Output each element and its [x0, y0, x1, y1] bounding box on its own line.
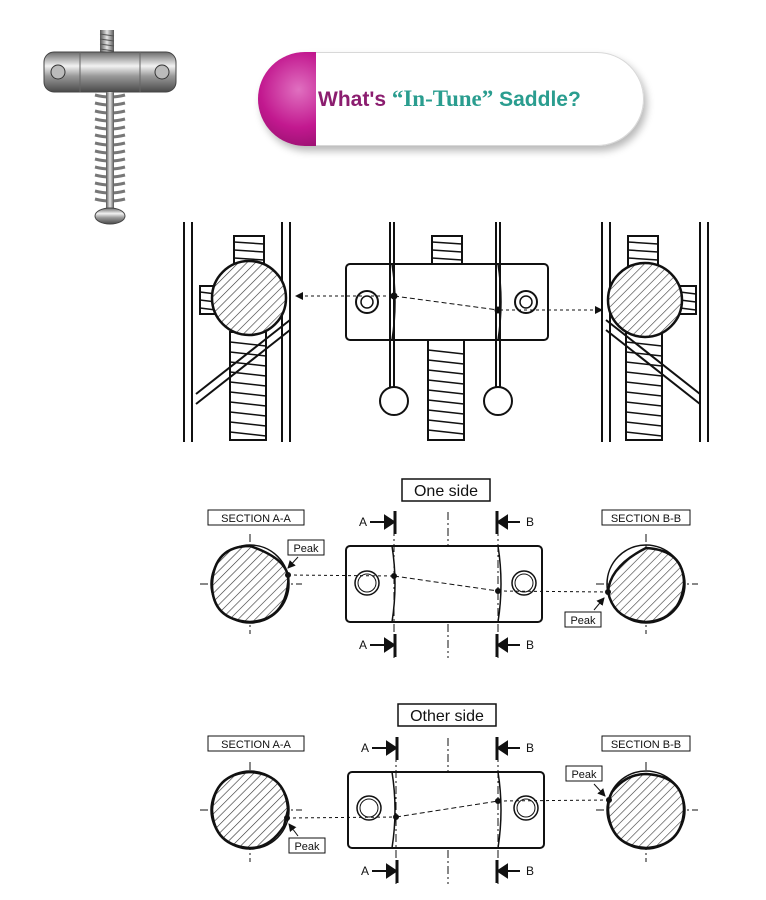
other-side-marker-a-top: A [361, 741, 369, 755]
banner-pill [258, 52, 644, 146]
other-side-marker-a-bottom: A [361, 864, 369, 878]
one-side-section-a-label: SECTION A-A [221, 513, 291, 525]
banner-title: What's “In-Tune” Saddle? [318, 86, 581, 112]
left-side-view [183, 222, 291, 442]
one-side-marker-b-top: B [526, 515, 534, 529]
banner-title-part1: What's [318, 88, 392, 111]
center-top-view [345, 222, 549, 441]
banner-title-part2: “In-Tune” [391, 86, 494, 111]
other-side-marker-b-top: B [526, 741, 534, 755]
banner-accent-cap [258, 52, 316, 146]
other-side-title: Other side [410, 708, 484, 725]
other-side-peak-b: Peak [571, 769, 597, 781]
other-side-marker-b-bottom: B [526, 864, 534, 878]
one-side-peak-b: Peak [570, 615, 596, 627]
other-side-peak-a: Peak [294, 841, 320, 853]
one-side-marker-a-top: A [359, 515, 367, 529]
one-side-marker-b-bottom: B [526, 638, 534, 652]
one-side-peak-a: Peak [293, 543, 319, 555]
top-row-illustration [183, 222, 709, 442]
banner-title-part3: Saddle? [493, 88, 581, 111]
other-side-section-b-label: SECTION B-B [611, 739, 681, 751]
one-side-section-b-label: SECTION B-B [611, 513, 681, 525]
other-side-section-a-label: SECTION A-A [221, 739, 291, 751]
one-side-marker-a-bottom: A [359, 638, 367, 652]
one-side-section: One side SECTION A-A SECTION B-B Peak Pe… [200, 478, 698, 658]
other-side-section: Other side SECTION A-A SECTION B-B Peak … [200, 703, 698, 884]
one-side-title: One side [414, 483, 478, 500]
right-side-view [601, 222, 709, 442]
title-banner: What's “In-Tune” Saddle? [258, 52, 646, 148]
